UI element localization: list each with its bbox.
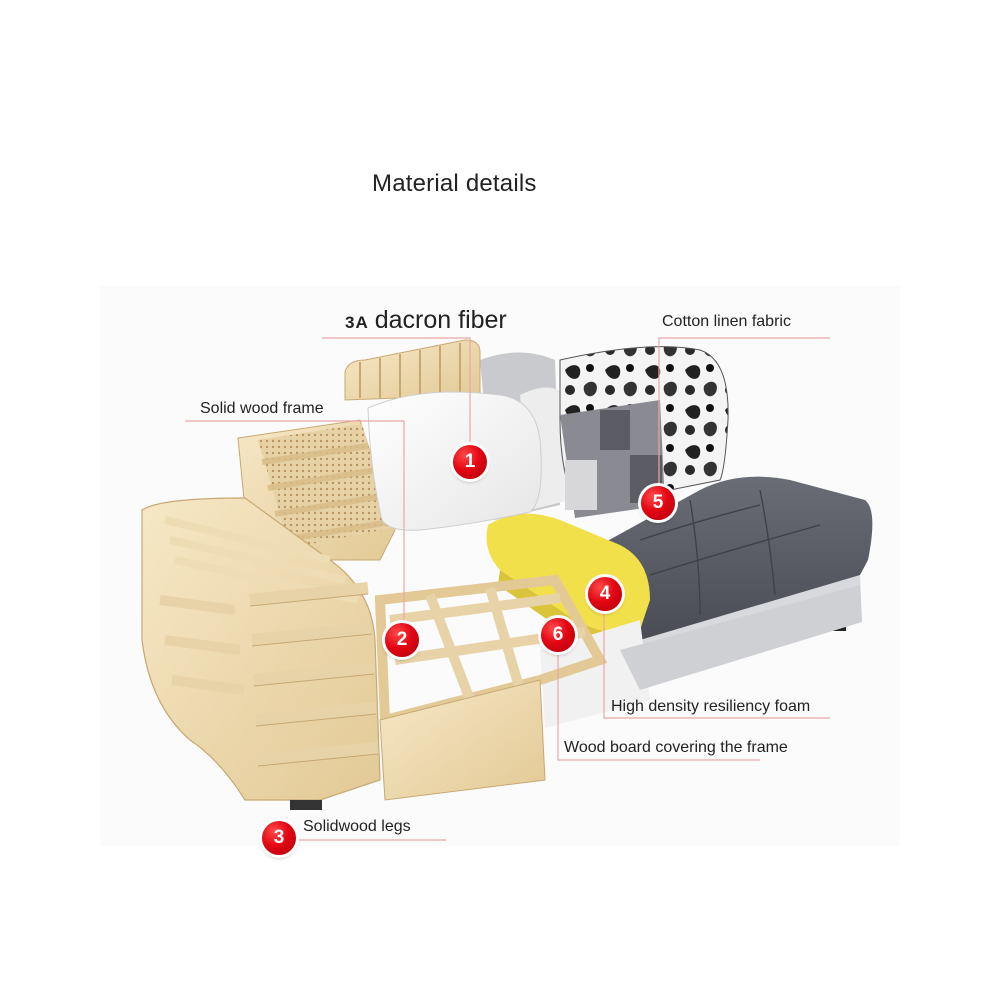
callout-dacron-prefix: 3A bbox=[345, 313, 369, 332]
marker-4: 4 bbox=[588, 577, 622, 611]
callout-legs-label: Solidwood legs bbox=[303, 818, 411, 835]
seat-tufting bbox=[639, 489, 821, 616]
callout-dacron-label: 3A dacron fiber bbox=[345, 306, 507, 335]
leader-solid-wood bbox=[185, 420, 405, 638]
marker-3: 3 bbox=[262, 821, 296, 855]
marker-6: 6 bbox=[541, 618, 575, 652]
callout-dacron-text: dacron fiber bbox=[374, 306, 507, 334]
frame-seat-base bbox=[374, 574, 608, 727]
callout-board-label: Wood board covering the frame bbox=[564, 739, 788, 756]
callout-foam-label: High density resiliency foam bbox=[611, 698, 811, 715]
frame-front-slat-edges bbox=[249, 593, 379, 767]
frame-back-slats bbox=[261, 443, 391, 543]
frame-front-board bbox=[379, 679, 546, 801]
checker-cushion bbox=[560, 400, 665, 518]
frame-top-rail bbox=[344, 339, 481, 401]
leader-lines bbox=[185, 337, 830, 841]
leader-board bbox=[557, 634, 760, 761]
leader-dacron bbox=[322, 337, 471, 460]
frame-side-slats bbox=[159, 595, 245, 695]
marker-1: 1 bbox=[453, 445, 487, 479]
marker-5: 5 bbox=[641, 486, 675, 520]
frame-top-slats bbox=[359, 343, 461, 398]
seat-cushion-grey bbox=[600, 476, 873, 640]
page-title: Material details bbox=[372, 170, 537, 197]
frame-front-slats bbox=[249, 582, 379, 766]
callout-solid-wood-frame-label: Solid wood frame bbox=[200, 400, 324, 417]
wood-board-side bbox=[620, 585, 862, 690]
leader-fabric bbox=[658, 337, 830, 500]
marker-2: 2 bbox=[385, 623, 419, 657]
sofa-leg-left bbox=[290, 800, 322, 810]
callout-fabric-label: Cotton linen fabric bbox=[662, 313, 791, 330]
leader-foam bbox=[603, 594, 830, 719]
